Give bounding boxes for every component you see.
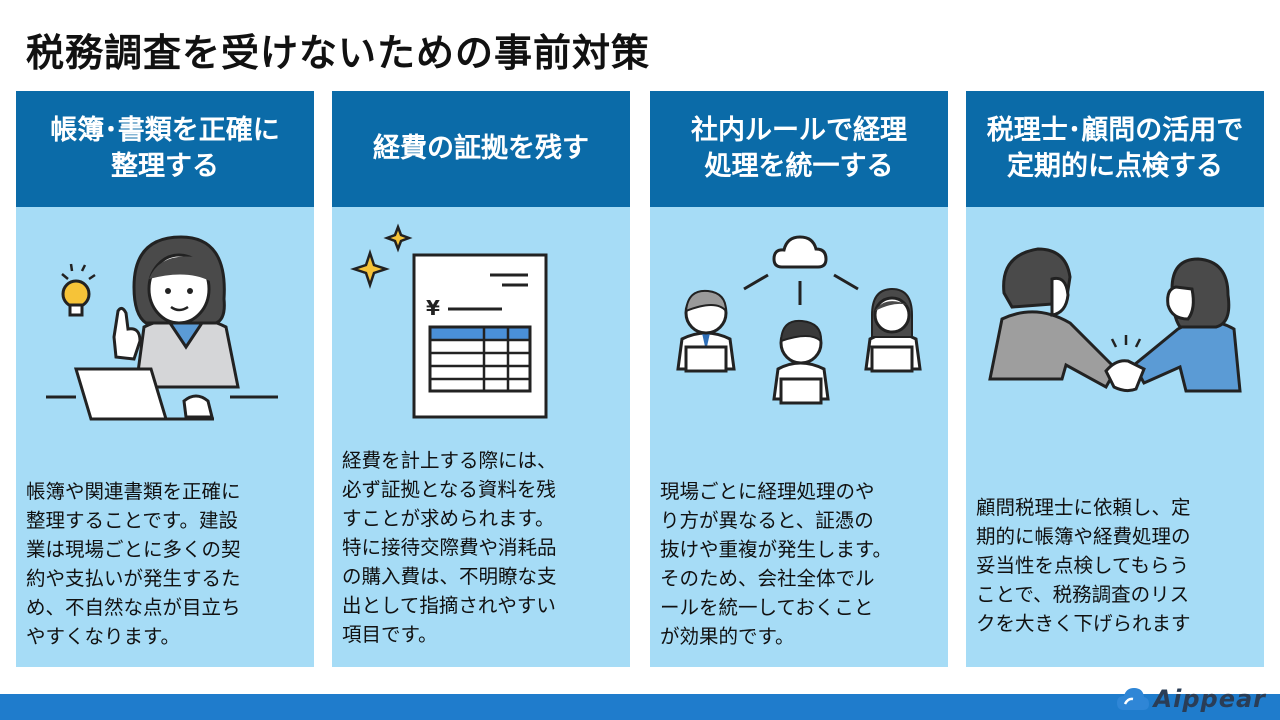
card-description: 経費を計上する際には、 必ず証拠となる資料を残 すことが求められます。 特に接待… bbox=[342, 446, 622, 649]
card-description: 現場ごとに経理処理のや り方が異なると、証憑の 抜けや重複が発生します。 そのた… bbox=[660, 477, 940, 651]
description-line: ールを統一しておくこと bbox=[660, 596, 874, 619]
card-heading: 税理士･顧問の活用で 定期的に点検する bbox=[966, 91, 1264, 207]
description-line: ことで、税務調査のリス bbox=[976, 583, 1190, 606]
description-line: 特に接待交際費や消耗品 bbox=[342, 536, 557, 559]
card-heading-line: 税理士･顧問の活用で bbox=[986, 115, 1244, 147]
description-line: 業は現場ごとに多くの契 bbox=[26, 538, 241, 561]
description-line: 整理することです。建設 bbox=[26, 509, 238, 532]
sparkle-icon bbox=[383, 223, 413, 253]
card-use-tax-advisor: 税理士･顧問の活用で 定期的に点検する 顧問税理士に依頼し、定 期的に帳簿や経費… bbox=[966, 91, 1264, 667]
brand-logo: Aippear bbox=[1116, 684, 1266, 714]
description-line: やすくなります。 bbox=[26, 625, 181, 648]
description-line: 経費を計上する際には、 bbox=[342, 449, 557, 472]
lightbulb-icon bbox=[61, 263, 96, 317]
receipt-document-icon: ¥ bbox=[350, 223, 548, 419]
cloud-logo-icon bbox=[1116, 688, 1149, 710]
card-heading: 帳簿･書類を正確に 整理する bbox=[16, 91, 314, 207]
description-line: 項目です。 bbox=[342, 623, 438, 646]
description-line: 抜けや重複が発生します。 bbox=[660, 538, 893, 561]
card-heading: 社内ルールで経理 処理を統一する bbox=[650, 91, 948, 207]
cloud-team-network-icon bbox=[676, 235, 922, 405]
card-organize-books: 帳簿･書類を正確に 整理する 帳簿や関連書 bbox=[16, 91, 314, 667]
sparkle-icon bbox=[350, 249, 390, 289]
card-heading-line: 経費の証拠を残す bbox=[373, 133, 589, 165]
description-line: り方が異なると、証憑の bbox=[660, 509, 874, 532]
description-line: 妥当性を点検してもらう bbox=[976, 554, 1189, 577]
woman-with-laptop-icon bbox=[46, 235, 278, 421]
description-line: 約や支払いが発生するた bbox=[26, 567, 241, 590]
person-icon bbox=[772, 319, 830, 405]
card-description: 顧問税理士に依頼し、定 期的に帳簿や経費処理の 妥当性を点検してもらう ことで、… bbox=[976, 493, 1256, 638]
card-heading-line: 定期的に点検する bbox=[1007, 151, 1223, 182]
handshake-icon bbox=[988, 247, 1242, 393]
description-line: 現場ごとに経理処理のや bbox=[660, 480, 875, 503]
description-line: の購入費は、不明瞭な支 bbox=[342, 565, 557, 588]
description-line: め、不自然な点が目立ち bbox=[26, 596, 241, 619]
description-line: 出として指摘されやすい bbox=[342, 594, 556, 617]
description-line: 帳簿や関連書類を正確に bbox=[26, 480, 241, 503]
card-heading-line: 帳簿･書類を正確に bbox=[50, 115, 280, 147]
page-title: 税務調査を受けないための事前対策 bbox=[26, 31, 651, 75]
description-line: 必ず証拠となる資料を残 bbox=[342, 478, 556, 501]
description-line: すことが求められます。 bbox=[342, 507, 555, 530]
description-line: 顧問税理士に依頼し、定 bbox=[976, 496, 1191, 519]
card-heading-line: 社内ルールで経理 bbox=[691, 115, 907, 147]
description-line: 期的に帳簿や経費処理の bbox=[976, 525, 1191, 548]
description-line: クを大きく下げられます bbox=[976, 612, 1191, 635]
card-description: 帳簿や関連書類を正確に 整理することです。建設 業は現場ごとに多くの契 約や支払… bbox=[26, 477, 306, 651]
brand-logo-text: Aippear bbox=[1153, 685, 1266, 713]
yen-symbol: ¥ bbox=[426, 296, 440, 320]
card-unify-accounting-rules: 社内ルールで経理 処理を統一する bbox=[650, 91, 948, 667]
card-heading-line: 処理を統一する bbox=[704, 151, 894, 182]
description-line: そのため、会社全体でル bbox=[660, 567, 875, 590]
card-heading: 経費の証拠を残す bbox=[332, 91, 630, 207]
footer-bar bbox=[0, 694, 1280, 720]
description-line: が効果的です。 bbox=[660, 625, 795, 648]
cloud-icon bbox=[772, 235, 828, 269]
person-icon bbox=[864, 287, 922, 373]
card-heading-line: 整理する bbox=[111, 151, 219, 182]
card-keep-expense-evidence: 経費の証拠を残す ¥ 経費を計上する際には、 必ず証拠となる資料を残 すことが求… bbox=[332, 91, 630, 667]
person-icon bbox=[676, 289, 736, 373]
